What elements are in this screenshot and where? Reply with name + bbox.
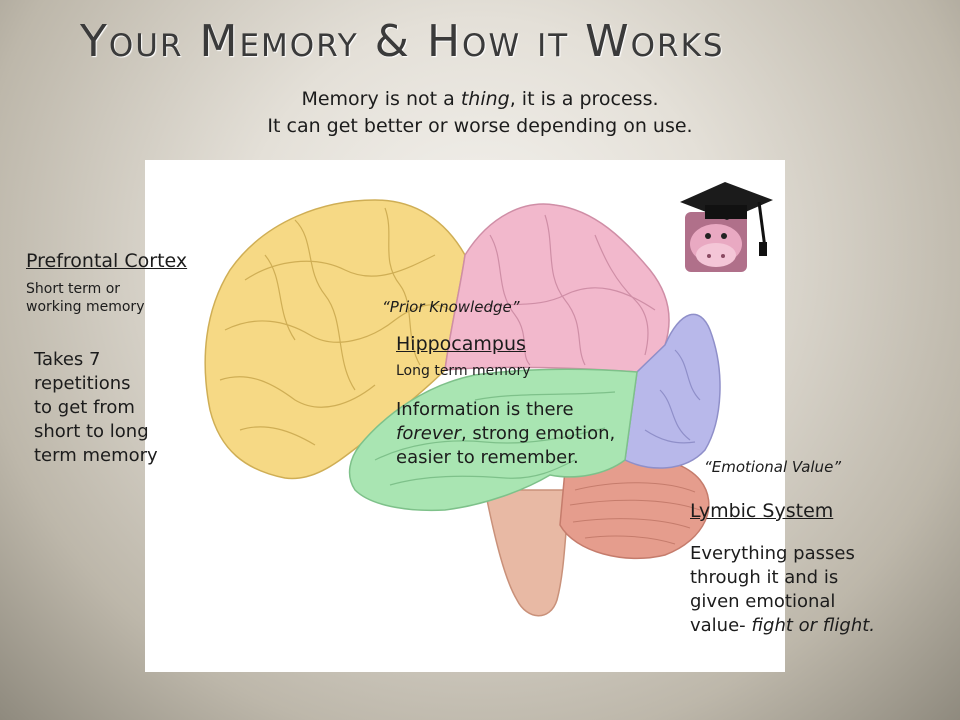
prefrontal-cortex-note: Takes 7 repetitions to get from short to… bbox=[34, 349, 158, 466]
brain-stem bbox=[484, 489, 571, 617]
lymbic-system-note: Everything passes through it and is give… bbox=[690, 543, 876, 636]
lymbic-system-label: Lymbic System bbox=[690, 500, 834, 522]
brain-illustration bbox=[204, 182, 773, 617]
prefrontal-cortex-desc: Short term or working memory bbox=[26, 281, 145, 315]
hippocampus-label: Hippocampus bbox=[396, 333, 526, 355]
occipital-lobe bbox=[624, 313, 721, 469]
emotional-value-caption: “Emotional Value” bbox=[704, 458, 842, 476]
graduation-hippo-icon bbox=[680, 182, 773, 272]
temporal-lobe bbox=[348, 368, 638, 512]
hippocampus-note: Information is there forever, strong emo… bbox=[396, 399, 616, 468]
parietal-lobe bbox=[444, 203, 670, 373]
hippocampus-desc: Long term memory bbox=[396, 363, 531, 379]
prefrontal-cortex-label: Prefrontal Cortex bbox=[26, 250, 188, 272]
page-title: Your Memory & How it Works bbox=[80, 16, 725, 67]
subtitle-line-2: It can get better or worse depending on … bbox=[267, 115, 693, 137]
subtitle-line-1: Memory is not a thing, it is a process. bbox=[301, 88, 659, 110]
subtitle: Memory is not a thing, it is a process. … bbox=[0, 86, 960, 140]
prior-knowledge-caption: “Prior Knowledge” bbox=[382, 298, 520, 316]
